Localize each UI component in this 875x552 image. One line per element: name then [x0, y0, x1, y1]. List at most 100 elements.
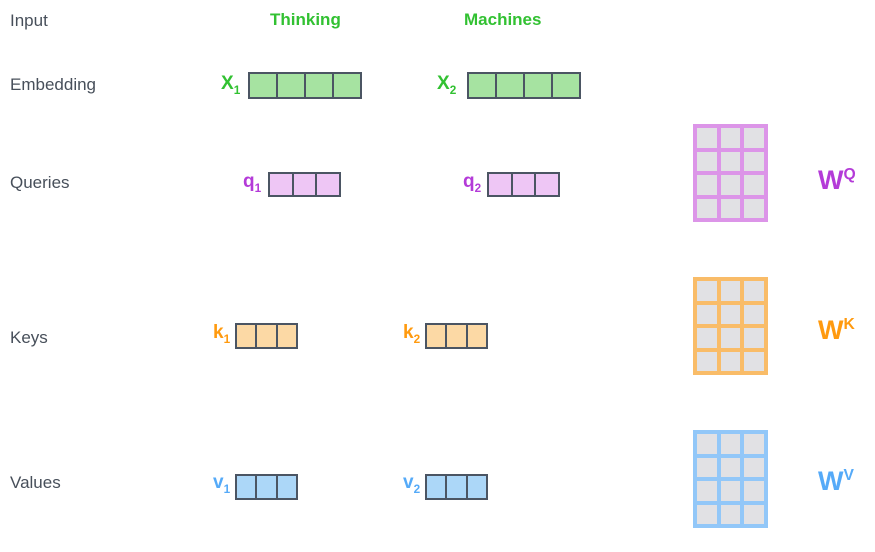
wv-matrix-cell — [720, 481, 741, 501]
q2-cell — [534, 174, 558, 195]
v2-cell — [427, 476, 445, 498]
k1-cell — [237, 325, 255, 347]
q1-base: q — [243, 171, 255, 192]
wk-weight-matrix — [693, 277, 768, 375]
q2-query-vector — [487, 172, 560, 197]
q1-cell — [291, 174, 316, 195]
wk-matrix-cell — [744, 351, 764, 371]
wq-matrix-cell — [697, 175, 717, 195]
wk-matrix-cell — [720, 351, 741, 371]
wk-matrix-cell — [720, 281, 741, 301]
v2-base: v — [403, 472, 414, 493]
k1-cell — [255, 325, 275, 347]
wk-matrix-cell — [697, 351, 717, 371]
k1-base: k — [213, 322, 224, 343]
x1-cell — [332, 74, 360, 97]
wv-matrix-cell — [697, 457, 717, 477]
v2-label: v2 — [403, 472, 420, 497]
x2-embedding-vector — [467, 72, 581, 99]
wk-matrix-cell — [744, 328, 764, 348]
wq-matrix-cell — [720, 128, 741, 148]
wv-matrix-cell — [697, 481, 717, 501]
wq-matrix-cell — [697, 128, 717, 148]
wv-matrix-cell — [744, 434, 764, 454]
x2-cell — [551, 74, 579, 97]
wv-base: W — [818, 466, 844, 496]
x2-base: X — [437, 73, 450, 94]
x1-embedding-vector — [248, 72, 362, 99]
row-label-keys: Keys — [10, 328, 48, 347]
wk-matrix-cell — [744, 281, 764, 301]
x2-cell — [523, 74, 551, 97]
k2-sub: 2 — [413, 332, 421, 346]
wv-matrix-cell — [744, 504, 764, 524]
wq-matrix-cell — [720, 198, 741, 218]
x2-cell — [469, 74, 495, 97]
wk-label: WK — [818, 315, 855, 346]
q2-sub: 2 — [474, 181, 482, 195]
x1-cell — [250, 74, 276, 97]
wq-matrix-cell — [744, 198, 764, 218]
wk-matrix-cell — [744, 304, 764, 324]
k1-key-vector — [235, 323, 298, 349]
wk-matrix-cell — [697, 328, 717, 348]
v2-value-vector — [425, 474, 488, 500]
q1-sub: 1 — [254, 181, 262, 195]
wv-matrix-cell — [744, 481, 764, 501]
wq-sup: Q — [843, 166, 856, 183]
row-label-queries: Queries — [10, 173, 70, 192]
x1-cell — [304, 74, 332, 97]
row-label-values: Values — [10, 473, 61, 492]
wk-matrix-cell — [720, 304, 741, 324]
x1-base: X — [221, 73, 234, 94]
k2-cell — [465, 325, 486, 347]
wq-matrix-cell — [697, 151, 717, 171]
wv-matrix-cell — [720, 434, 741, 454]
q1-query-vector — [268, 172, 341, 197]
x1-sub: 1 — [233, 83, 241, 97]
v1-sub: 1 — [223, 482, 231, 496]
q1-cell — [270, 174, 292, 195]
word-header-machines: Machines — [464, 10, 542, 29]
wq-matrix-cell — [744, 128, 764, 148]
v2-cell — [445, 476, 465, 498]
v1-cell — [255, 476, 275, 498]
wq-weight-matrix — [693, 124, 768, 222]
v1-cell — [237, 476, 255, 498]
x2-sub: 2 — [449, 83, 457, 97]
row-label-embedding: Embedding — [10, 75, 97, 94]
k2-key-vector — [425, 323, 488, 349]
word-header-thinking: Thinking — [270, 10, 341, 29]
wv-sup: V — [843, 467, 854, 484]
q2-base: q — [463, 171, 475, 192]
wq-label: WQ — [818, 165, 856, 196]
wk-matrix-cell — [697, 281, 717, 301]
q1-cell — [315, 174, 339, 195]
wq-matrix-cell — [720, 175, 741, 195]
wq-base: W — [818, 165, 844, 195]
k1-cell — [275, 325, 296, 347]
wk-base: W — [818, 315, 844, 345]
wq-matrix-cell — [720, 151, 741, 171]
wk-matrix-cell — [720, 328, 741, 348]
q2-cell — [489, 174, 511, 195]
v1-cell — [275, 476, 296, 498]
k1-label: k1 — [213, 322, 230, 347]
wv-weight-matrix — [693, 430, 768, 528]
wq-matrix-cell — [744, 151, 764, 171]
k1-sub: 1 — [223, 332, 231, 346]
wv-matrix-cell — [697, 434, 717, 454]
wv-matrix-cell — [720, 457, 741, 477]
wk-sup: K — [843, 316, 855, 333]
v2-sub: 2 — [413, 482, 421, 496]
wv-matrix-cell — [744, 457, 764, 477]
x2-cell — [495, 74, 523, 97]
x2-label: X2 — [437, 73, 456, 98]
wk-matrix-cell — [697, 304, 717, 324]
k2-label: k2 — [403, 322, 420, 347]
q1-label: q1 — [243, 171, 261, 196]
v1-base: v — [213, 472, 224, 493]
wq-matrix-cell — [697, 198, 717, 218]
k2-cell — [445, 325, 465, 347]
